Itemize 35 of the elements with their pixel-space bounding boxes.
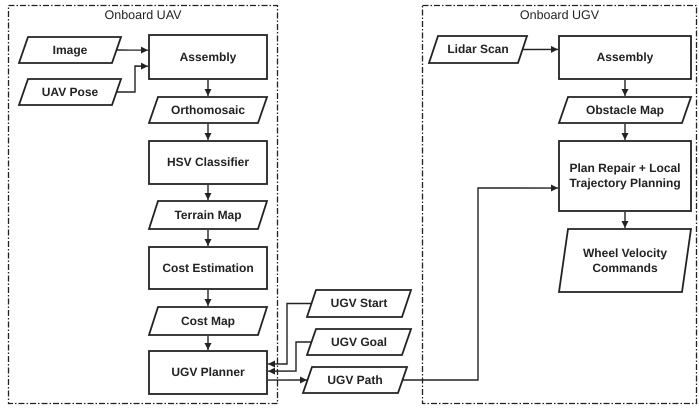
node-label: UGV Start: [330, 296, 388, 311]
node-label: Wheel Velocity Commands: [582, 246, 668, 276]
arrow: [204, 230, 212, 246]
arrow: [204, 336, 212, 350]
node-label: Orthomosaic: [170, 102, 245, 118]
node-label: UGV Goal: [330, 334, 387, 350]
node-label: Plan Repair + Local Trajectory Planning: [568, 161, 682, 191]
group-title: Onboard UAV: [104, 8, 182, 24]
arrow: [622, 80, 628, 96]
arrow: [204, 290, 212, 306]
node-label: Assembly: [180, 50, 236, 64]
arrow: [117, 62, 148, 93]
arrow: [403, 184, 558, 381]
node-label: Image: [52, 42, 88, 58]
arrow: [268, 376, 307, 384]
node-label: Cost Estimation: [162, 260, 254, 276]
arrow: [117, 46, 148, 54]
node-label: Assembly: [596, 50, 654, 65]
arrow: [204, 185, 212, 200]
node-label: UAV Pose: [42, 84, 98, 100]
node-label: Cost Map: [181, 314, 235, 328]
arrow: [523, 46, 558, 53]
node-label: Terrain Map: [174, 208, 242, 222]
arrow: [268, 341, 311, 375]
group-title: Onboard UGV: [520, 8, 600, 24]
arrow: [622, 124, 628, 140]
node-label: Lidar Scan: [447, 42, 509, 57]
node-label: UGV Path: [327, 372, 383, 388]
arrow: [204, 124, 212, 140]
node-label: Obstacle Map: [586, 102, 664, 118]
node-label: UGV Planner: [171, 365, 245, 380]
arrow: [268, 302, 311, 368]
arrow: [622, 212, 628, 228]
arrow: [204, 80, 212, 96]
node-label: HSV Classifier: [166, 155, 250, 170]
